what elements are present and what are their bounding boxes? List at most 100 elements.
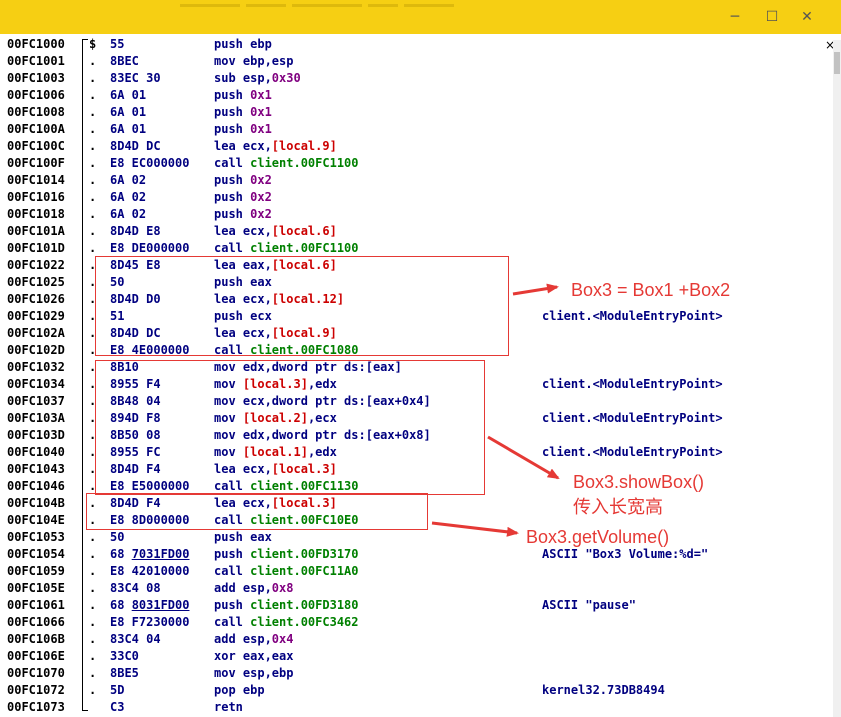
function-bracket-line (82, 46, 83, 710)
hex-bytes-cell: 8BEC (110, 53, 139, 70)
address-cell: 00FC104E (7, 513, 65, 527)
hex-bytes-segment: 55 (110, 37, 125, 51)
instruction-segment: 0x4 (271, 632, 294, 646)
maximize-button[interactable]: ☐ (765, 9, 779, 25)
address-cell: 00FC1070 (7, 666, 65, 680)
comment-cell: ASCII "Box3 Volume:%d=" (542, 547, 709, 561)
instruction-cell: mov [local.3],edx (214, 376, 337, 393)
instruction-cell: lea ecx,[local.12] (214, 291, 344, 308)
instruction-segment: 0x8 (271, 581, 294, 595)
instruction-cell: lea eax,[local.6] (214, 257, 337, 274)
hex-bytes-segment: 5D (110, 683, 125, 697)
instruction-cell: sub esp,0x30 (214, 70, 301, 87)
address-cell: 00FC1043 (7, 462, 65, 476)
instruction-segment: [local.3] (271, 462, 337, 476)
instruction-segment: call (214, 615, 251, 629)
hex-bytes-segment: 8D4D DC (110, 326, 161, 340)
instruction-segment: call (214, 156, 251, 170)
gutter-mark: . (89, 224, 97, 238)
hex-bytes-cell: 83C4 08 (110, 580, 161, 597)
instruction-cell: add esp,0x4 (214, 631, 293, 648)
instruction-segment: lea ecx, (214, 139, 272, 153)
vertical-scrollbar[interactable] (833, 40, 841, 717)
function-bracket-end (82, 703, 88, 711)
instruction-cell: lea ecx,[local.9] (214, 325, 337, 342)
address-cell: 00FC1066 (7, 615, 65, 629)
instruction-cell: call client.00FC3462 (214, 614, 359, 631)
instruction-cell: push ecx (214, 308, 272, 325)
instruction-segment: lea ecx, (214, 326, 272, 340)
hex-bytes-segment: E8 4E000000 (110, 343, 190, 357)
address-cell: 00FC1006 (7, 88, 65, 102)
hex-bytes-cell: 6A 02 (110, 172, 146, 189)
address-cell: 00FC1025 (7, 275, 65, 289)
instruction-segment: [local.9] (271, 139, 337, 153)
instruction-cell: retn (214, 699, 243, 716)
address-cell: 00FC1040 (7, 445, 65, 459)
hex-bytes-cell: 894D F8 (110, 410, 161, 427)
comment-cell: client.<ModuleEntryPoint> (542, 411, 723, 425)
address-cell: 00FC105E (7, 581, 65, 595)
hex-bytes-cell: 8D4D F4 (110, 461, 161, 478)
hex-bytes-cell: 55 (110, 36, 124, 53)
disassembly-pane[interactable] (0, 34, 841, 717)
instruction-cell: push client.00FD3170 (214, 546, 359, 563)
instruction-segment: client.00FC3462 (250, 615, 359, 629)
address-cell: 00FC1054 (7, 547, 65, 561)
minimize-button[interactable]: ─ (730, 9, 740, 25)
hex-bytes-segment: 8B50 08 (110, 428, 161, 442)
gutter-mark: . (89, 479, 97, 493)
hex-bytes-cell: E8 E5000000 (110, 478, 189, 495)
hex-bytes-segment: 68 (110, 598, 132, 612)
gutter-mark: . (89, 360, 97, 374)
instruction-segment: client.00FC11A0 (250, 564, 359, 578)
gutter-mark: . (89, 564, 97, 578)
instruction-segment: push (214, 173, 251, 187)
comment-cell: client.<ModuleEntryPoint> (542, 445, 723, 459)
gutter-mark: . (89, 513, 97, 527)
hex-bytes-cell: 68 7031FD00 (110, 546, 189, 563)
gutter-mark: . (89, 139, 97, 153)
highlight-box-showbox (95, 360, 485, 495)
hex-bytes-cell: 50 (110, 274, 124, 291)
hex-bytes-cell: 6A 01 (110, 104, 146, 121)
hex-bytes-cell: 68 8031FD00 (110, 597, 189, 614)
instruction-segment: lea eax, (214, 258, 272, 272)
hex-bytes-cell: E8 F7230000 (110, 614, 189, 631)
gutter-mark: . (89, 411, 97, 425)
hex-bytes-segment: 8B48 04 (110, 394, 161, 408)
scrollbar-thumb[interactable] (834, 52, 840, 74)
instruction-segment: client.00FC1100 (250, 241, 359, 255)
hex-bytes-segment: 8955 F4 (110, 377, 161, 391)
address-cell: 00FC1016 (7, 190, 65, 204)
instruction-segment: [local.3] (242, 377, 308, 391)
close-button[interactable]: ✕ (801, 9, 813, 25)
instruction-segment: push (214, 547, 251, 561)
instruction-segment: call (214, 513, 251, 527)
instruction-segment: push (214, 122, 251, 136)
instruction-cell: mov edx,dword ptr ds:[eax] (214, 359, 402, 376)
hex-bytes-cell: 6A 01 (110, 87, 146, 104)
instruction-segment: push (214, 88, 251, 102)
address-cell: 00FC106E (7, 649, 65, 663)
hex-bytes-cell: 8955 FC (110, 444, 161, 461)
highlight-box-add (95, 256, 509, 356)
comment-cell: client.<ModuleEntryPoint> (542, 377, 723, 391)
instruction-cell: lea ecx,[local.6] (214, 223, 337, 240)
instruction-segment: push (214, 598, 251, 612)
instruction-segment: 0x2 (250, 173, 272, 187)
instruction-segment: push eax (214, 275, 272, 289)
instruction-segment: client.00FC1100 (250, 156, 359, 170)
hex-bytes-segment: 6A 01 (110, 88, 147, 102)
hex-bytes-cell: 8D4D DC (110, 138, 161, 155)
address-cell: 00FC102A (7, 326, 65, 340)
instruction-segment: mov (214, 445, 243, 459)
gutter-mark: . (89, 292, 97, 306)
hex-bytes-cell: 8955 F4 (110, 376, 161, 393)
gutter-mark: . (89, 394, 97, 408)
pane-close-icon[interactable]: × (824, 38, 835, 52)
hex-bytes-cell: E8 8D000000 (110, 512, 189, 529)
gutter-mark: . (89, 496, 97, 510)
instruction-segment: [local.6] (271, 224, 337, 238)
instruction-segment: ,edx (307, 445, 337, 459)
